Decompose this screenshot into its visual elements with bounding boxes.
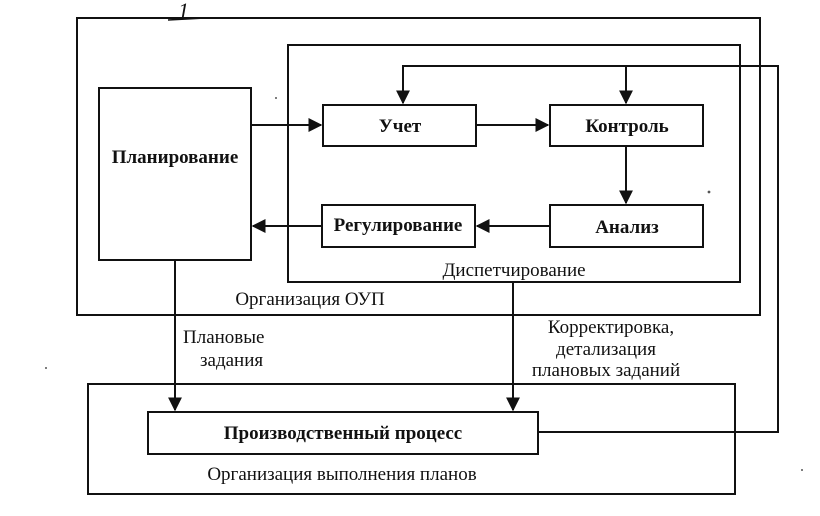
accounting-label: Учет	[379, 116, 422, 137]
figure-mark: 1	[178, 0, 189, 23]
scan-speck	[801, 469, 803, 471]
regulation-label: Регулирование	[334, 215, 463, 236]
correction-line-3: плановых заданий	[532, 360, 680, 381]
scan-speck	[275, 97, 277, 99]
correction-line-2: детализация	[556, 339, 656, 360]
feedback-loop-to-accounting	[396, 65, 779, 433]
oup-label: Организация ОУП	[235, 289, 385, 310]
plan-tasks-line-1: Плановые	[183, 327, 264, 348]
execution-label: Организация выполнения планов	[207, 464, 476, 485]
analysis-block	[549, 204, 704, 248]
control-label: Контроль	[585, 116, 668, 137]
scan-speck	[45, 367, 47, 369]
oup-container	[76, 17, 761, 316]
execution-container	[87, 383, 736, 495]
planning-label: Планирование	[112, 147, 239, 168]
scan-speck	[707, 190, 711, 194]
planning-block	[98, 87, 252, 261]
production-label: Производственный процесс	[224, 423, 463, 444]
plan-tasks-line-2: задания	[200, 350, 263, 371]
analysis-label: Анализ	[595, 217, 659, 238]
dispatching-label: Диспетчирование	[442, 260, 585, 281]
correction-line-1: Корректировка,	[548, 317, 674, 338]
accounting-block	[322, 104, 477, 147]
